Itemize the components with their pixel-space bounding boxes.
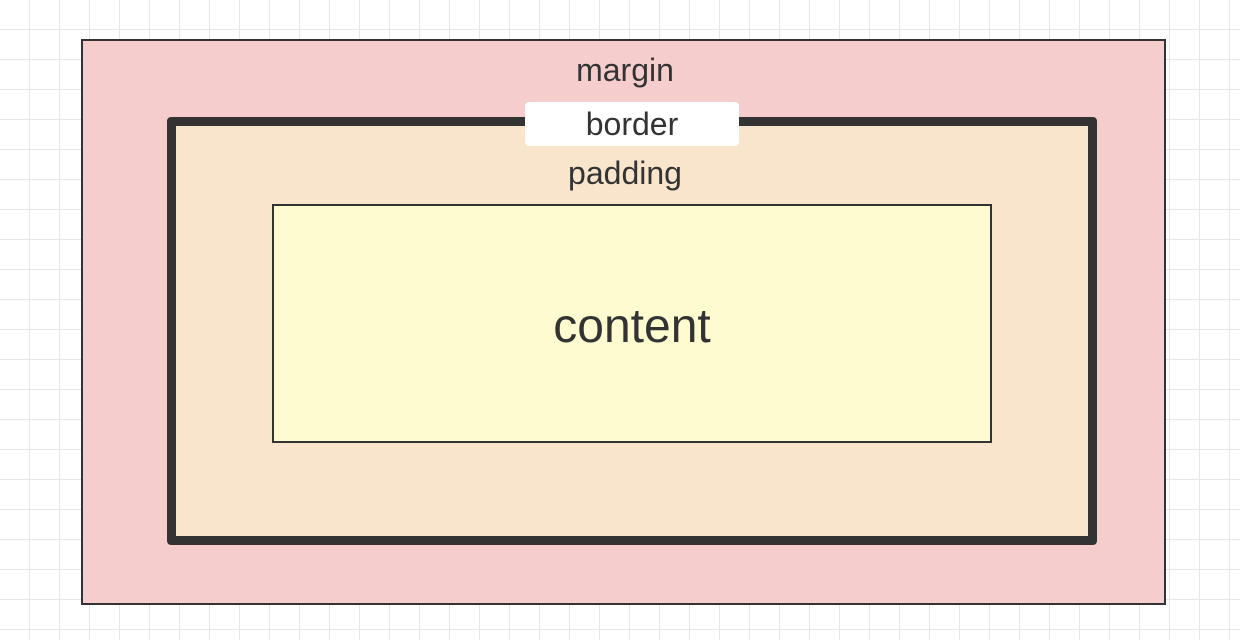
padding-label: padding [568,155,682,191]
content-label: content [553,300,711,353]
content-area [272,204,992,443]
margin-label: margin [576,52,674,88]
border-label: border [525,102,739,146]
